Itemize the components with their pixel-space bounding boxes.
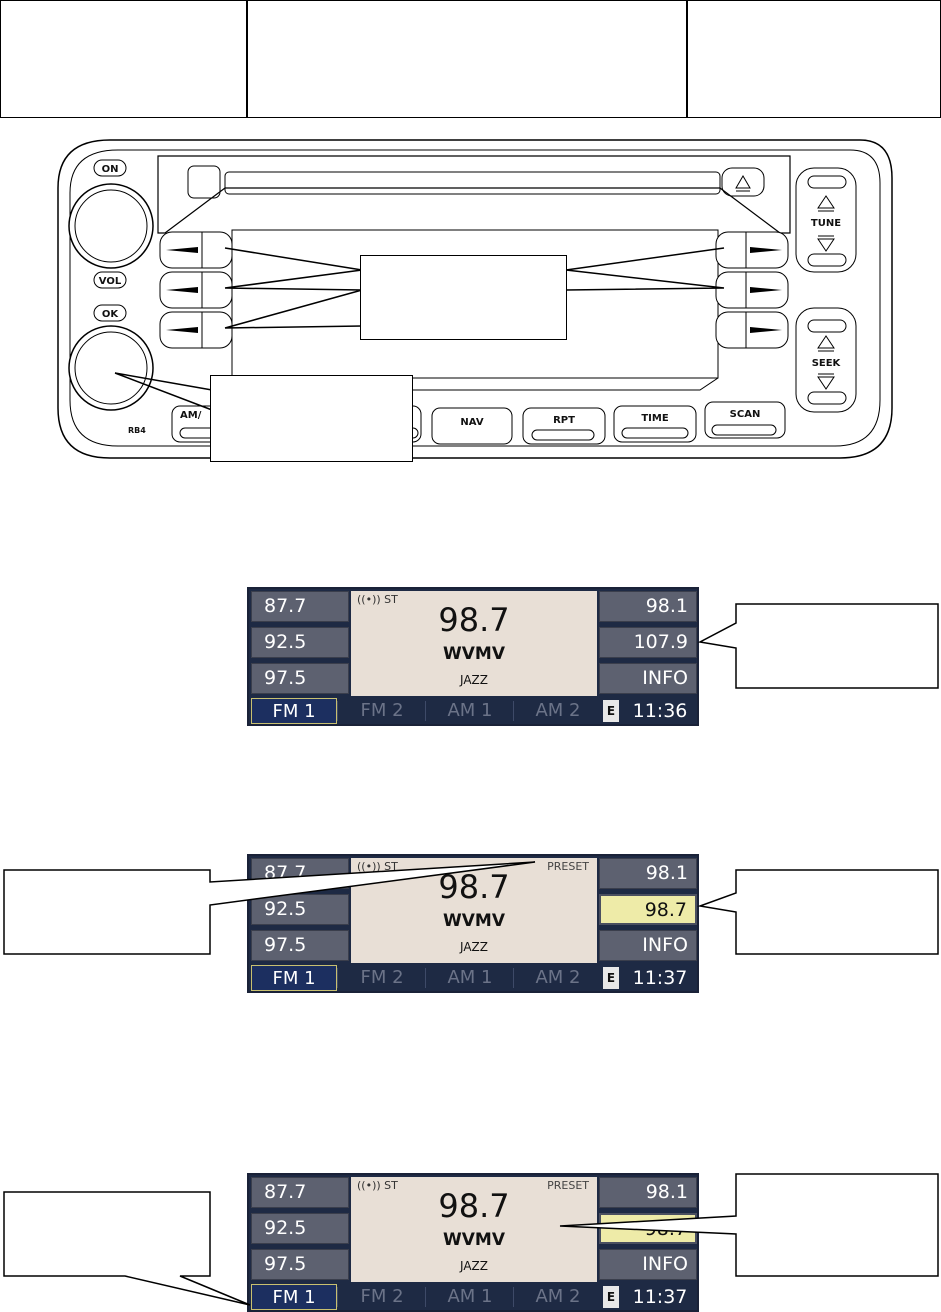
station-genre: JAZZ bbox=[460, 1259, 488, 1273]
band-fm2[interactable]: FM 2 bbox=[360, 1286, 404, 1307]
station-info-panel: ((•)) ST 98.7 WVMV JAZZ bbox=[351, 591, 597, 696]
right-preset-buttons bbox=[715, 231, 789, 349]
model-label: RB4 bbox=[128, 426, 146, 435]
ok-button-label: OK bbox=[102, 309, 120, 320]
band-fm2[interactable]: FM 2 bbox=[360, 967, 404, 988]
callout-screen1-right bbox=[697, 603, 939, 689]
info-button[interactable]: INFO bbox=[599, 930, 697, 961]
clock: 11:37 bbox=[632, 1286, 688, 1308]
scan-button-label: SCAN bbox=[730, 409, 761, 420]
band-fm1[interactable]: FM 1 bbox=[251, 698, 337, 724]
current-frequency: 98.7 bbox=[438, 601, 510, 639]
preset-right-2-selected[interactable]: 98.7 bbox=[599, 894, 697, 925]
preset-right-2[interactable]: 107.9 bbox=[599, 627, 697, 658]
station-callsign: WVMV bbox=[443, 644, 505, 664]
on-button-label: ON bbox=[102, 164, 119, 175]
mode-indicator: E bbox=[603, 700, 619, 722]
preset-right-1[interactable]: 98.1 bbox=[599, 591, 697, 622]
time-button-label: TIME bbox=[641, 413, 668, 424]
station-genre: JAZZ bbox=[460, 940, 488, 954]
stereo-indicator: ((•)) ST bbox=[357, 593, 398, 606]
station-genre: JAZZ bbox=[460, 673, 488, 687]
band-am1[interactable]: AM 1 bbox=[447, 1286, 493, 1307]
info-button[interactable]: INFO bbox=[599, 663, 697, 694]
station-info-panel: ((•)) ST PRESET 98.7 WVMV JAZZ bbox=[351, 858, 597, 963]
current-frequency: 98.7 bbox=[438, 868, 510, 906]
preset-indicator: PRESET bbox=[547, 860, 589, 873]
info-button[interactable]: INFO bbox=[599, 1249, 697, 1280]
ok-knob-callout-box bbox=[210, 375, 413, 462]
band-bar: FM 1 FM 2 AM 1 AM 2 E 11:36 bbox=[249, 698, 697, 724]
station-callsign: WVMV bbox=[443, 1230, 505, 1250]
band-am2[interactable]: AM 2 bbox=[535, 967, 581, 988]
preset-left-2[interactable]: 92.5 bbox=[251, 627, 349, 658]
band-am2[interactable]: AM 2 bbox=[535, 700, 581, 721]
header-divider-2 bbox=[686, 1, 688, 117]
band-fm1[interactable]: FM 1 bbox=[251, 1284, 337, 1310]
preset-left-1[interactable]: 87.7 bbox=[251, 1177, 349, 1208]
nav-button-label: NAV bbox=[460, 417, 483, 428]
seek-label: SEEK bbox=[812, 358, 842, 369]
band-bar: FM 1 FM 2 AM 1 AM 2 E 11:37 bbox=[249, 1284, 697, 1310]
preset-right-1[interactable]: 98.1 bbox=[599, 1177, 697, 1208]
band-bar: FM 1 FM 2 AM 1 AM 2 E 11:37 bbox=[249, 965, 697, 991]
radio-screen-1: 87.7 92.5 97.5 ((•)) ST 98.7 WVMV JAZZ 9… bbox=[247, 587, 699, 726]
mode-indicator: E bbox=[603, 1286, 619, 1308]
header-divider-1 bbox=[246, 1, 248, 117]
stereo-indicator: ((•)) ST bbox=[357, 1179, 398, 1192]
preset-left-3[interactable]: 97.5 bbox=[251, 930, 349, 961]
clock: 11:37 bbox=[632, 967, 688, 989]
preset-left-3[interactable]: 97.5 bbox=[251, 663, 349, 694]
callout-screen2-right bbox=[697, 869, 939, 955]
station-callsign: WVMV bbox=[443, 911, 505, 931]
tune-label: TUNE bbox=[811, 218, 841, 229]
radio-screen-2: 87.7 92.5 97.5 ((•)) ST PRESET 98.7 WVMV… bbox=[247, 854, 699, 993]
callout-leaders bbox=[114, 247, 725, 411]
am-button-label: AM/ bbox=[180, 410, 202, 421]
mode-indicator: E bbox=[603, 967, 619, 989]
rpt-button-label: RPT bbox=[553, 415, 575, 426]
callout-screen3-left bbox=[3, 1191, 251, 1306]
clock: 11:36 bbox=[632, 700, 688, 722]
band-am1[interactable]: AM 1 bbox=[447, 700, 493, 721]
band-fm1[interactable]: FM 1 bbox=[251, 965, 337, 991]
band-am2[interactable]: AM 2 bbox=[535, 1286, 581, 1307]
header-table bbox=[0, 0, 941, 118]
band-am1[interactable]: AM 1 bbox=[447, 967, 493, 988]
preset-left-1[interactable]: 87.7 bbox=[251, 591, 349, 622]
preset-left-2[interactable]: 92.5 bbox=[251, 1213, 349, 1244]
preset-buttons-callout-box bbox=[360, 255, 567, 340]
left-preset-buttons bbox=[159, 231, 233, 349]
preset-right-2-selected[interactable]: 98.7 bbox=[599, 1213, 697, 1244]
station-info-panel: ((•)) ST PRESET 98.7 WVMV JAZZ bbox=[351, 1177, 597, 1282]
preset-left-3[interactable]: 97.5 bbox=[251, 1249, 349, 1280]
current-frequency: 98.7 bbox=[438, 1187, 510, 1225]
preset-right-1[interactable]: 98.1 bbox=[599, 858, 697, 889]
band-fm2[interactable]: FM 2 bbox=[360, 700, 404, 721]
preset-left-1[interactable]: 87.7 bbox=[251, 858, 349, 889]
radio-screen-3: 87.7 92.5 97.5 ((•)) ST PRESET 98.7 WVMV… bbox=[247, 1173, 699, 1312]
preset-left-2[interactable]: 92.5 bbox=[251, 894, 349, 925]
vol-label: VOL bbox=[99, 276, 122, 287]
